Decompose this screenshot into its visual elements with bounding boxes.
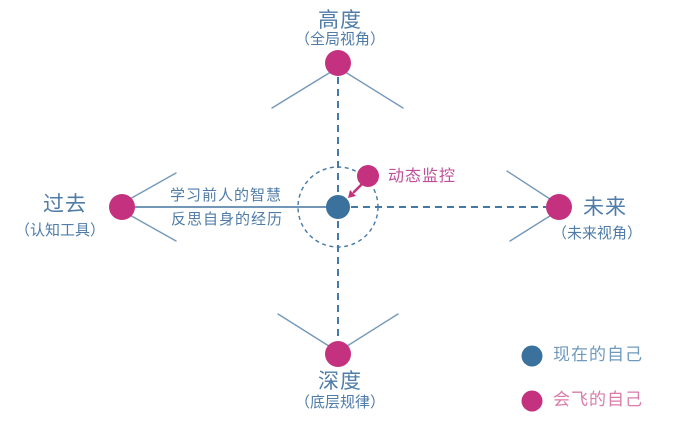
top-node-dot [325,50,351,76]
right-node-sublabel: （未来视角） [552,224,643,242]
right-node-lower-wing-line [509,213,554,242]
legend-flying-self-dot [521,390,543,412]
top-node-left-wing-line [271,69,335,109]
monitor-arrow-shaft [352,182,364,194]
left-node-dot [109,194,135,220]
edge-label-above-line: 学习前人的智慧 [169,186,283,204]
bottom-node-label: 深度 [318,369,362,393]
bottom-node-sublabel: （底层规律） [294,393,386,411]
monitor-label: 动态监控 [388,166,457,185]
legend-present-self-dot [521,345,543,367]
right-node-label: 未来 [583,195,627,219]
left-node-upper-wing-line [127,172,177,201]
bottom-node-right-wing-line [343,313,399,349]
top-node-right-wing-line [341,69,404,109]
left-node-sublabel: （认知工具） [15,221,106,239]
right-node-upper-wing-line [506,170,554,202]
edge-label-below-line: 反思自身的经历 [170,210,284,228]
top-node-label: 高度 [318,8,362,32]
monitor-arrowhead-icon [348,190,356,198]
legend-flying-self-label: 会飞的自己 [553,390,643,410]
bottom-node-dot [325,341,351,367]
focus-dashed-circle [297,166,379,248]
center-current-self-dot [326,195,350,219]
left-node-label: 过去 [43,192,87,216]
bottom-node-left-wing-line [277,313,333,349]
legend-present-self-label: 现在的自己 [553,345,643,365]
left-node-lower-wing-line [127,213,177,242]
monitor-dot [357,165,379,187]
right-node-dot [546,194,572,220]
top-node-sublabel: （全局视角） [294,30,386,48]
